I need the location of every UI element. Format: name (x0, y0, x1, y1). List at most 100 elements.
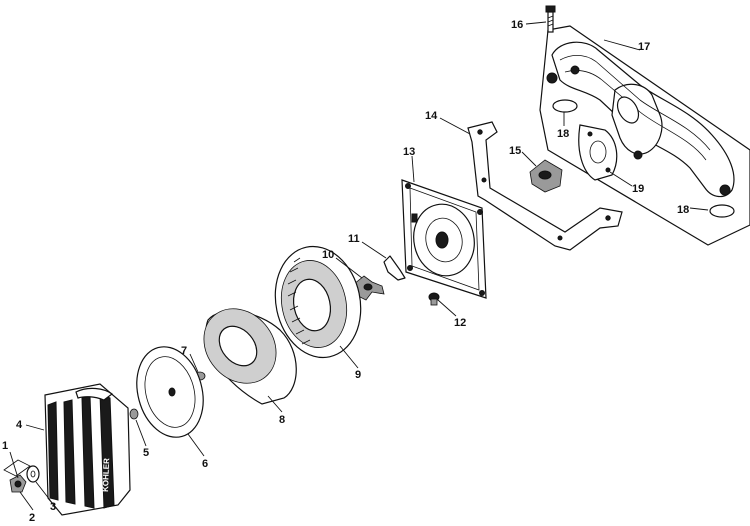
callout-2: 2 (29, 512, 35, 524)
callout-15: 15 (509, 145, 521, 157)
callout-8: 8 (279, 414, 285, 426)
part-2-knob (9, 474, 27, 493)
knob-2-center (14, 480, 22, 488)
base-plate-13-corner-hole-b (477, 209, 483, 215)
callout-13: 13 (403, 146, 415, 158)
leader-14 (439, 117, 471, 135)
bracket-14-body (467, 121, 623, 251)
filter-9-pleat-lines (287, 257, 311, 345)
part-15-adapter (529, 159, 563, 193)
base-plate-13-corner-hole-a (405, 183, 411, 189)
gasket-19-bolt-hole-a (587, 131, 593, 137)
part-9-air-filter-element (274, 245, 362, 359)
screw-12-shank (430, 298, 438, 306)
callout-12: 12 (454, 317, 466, 329)
cover-4-rib-1 (47, 401, 59, 501)
filter-9-core (292, 278, 332, 332)
part-13-base-plate (401, 179, 487, 299)
callout-7: 7 (181, 345, 187, 357)
callout-16: 16 (511, 19, 523, 31)
leader-15 (521, 151, 537, 167)
base-plate-13-corner-hole-d (479, 290, 485, 296)
leader-16 (525, 21, 547, 25)
bolt-16-head (545, 5, 556, 13)
leader-18b (689, 207, 709, 211)
bracket-14-hole-top (477, 129, 483, 135)
bracket-14-hole-end (605, 215, 611, 221)
cover-4-top-vent (75, 387, 114, 401)
leader-2 (19, 491, 34, 511)
disc-6-inner-ring (144, 356, 196, 428)
part-10-wing-nut (353, 275, 385, 301)
washer-3 (26, 465, 40, 483)
bracket-14-hole-mid (481, 177, 487, 183)
disc-6-center (168, 387, 176, 397)
part-19-gasket (578, 124, 618, 181)
manifold-bolt-boss-right (719, 184, 731, 196)
leader-1 (9, 451, 19, 479)
part-12-screw (428, 292, 440, 306)
leader-7 (189, 353, 199, 373)
part-5-nut (129, 408, 139, 420)
base-plate-13-tab (411, 213, 418, 223)
manifold-bolt-boss-2 (570, 65, 580, 75)
callout-9: 9 (355, 369, 361, 381)
manifold-runner-edge-2 (564, 70, 707, 161)
wing-nut-10-hub (363, 283, 373, 291)
leader-8 (267, 395, 283, 413)
part-4-cover: KOHLER (44, 383, 131, 516)
part-6-disc (136, 346, 204, 438)
nut-5 (129, 408, 139, 420)
part-17-manifold-assembly (539, 25, 750, 246)
manifold-bolt-boss-left (546, 72, 558, 84)
base-plate-13-hub (435, 231, 449, 249)
bracket-14-hole-low (557, 235, 563, 241)
callout-18-lower: 18 (677, 204, 689, 216)
clip-11-body (383, 255, 406, 281)
part-18-gasket-upper (552, 99, 578, 113)
gasket-19-hole (589, 140, 607, 164)
gasket-19-bolt-hole-b (605, 167, 611, 173)
bolt-16-thread-3 (547, 23, 554, 27)
base-plate-13-corner-hole-c (407, 265, 413, 271)
part-14-bracket (467, 121, 623, 251)
callout-10: 10 (322, 249, 334, 261)
precleaner-8-bore (218, 325, 258, 367)
part-16-bolt (545, 5, 556, 33)
callout-19: 19 (632, 183, 644, 195)
manifold-bolt-boss-3 (633, 150, 643, 160)
leader-lines (9, 21, 709, 511)
callout-11: 11 (348, 233, 360, 245)
leader-4 (25, 424, 45, 431)
manifold-outline-box (539, 25, 750, 246)
leader-19 (609, 171, 633, 187)
leader-6 (187, 433, 205, 457)
callout-14: 14 (425, 110, 438, 122)
manifold-runner-edge (559, 55, 711, 151)
leader-3 (35, 481, 51, 501)
callout-5: 5 (143, 447, 149, 459)
callout-4: 4 (16, 419, 23, 431)
adapter-15-bore (538, 170, 552, 180)
callout-1: 1 (2, 440, 8, 452)
callout-labels: 1 2 3 4 5 6 7 8 9 10 11 12 13 14 15 16 1… (2, 19, 689, 524)
bolt-16-thread-2 (547, 19, 554, 23)
part-11-clip (383, 255, 406, 281)
cover-4-brand: KOHLER (101, 458, 111, 492)
leader-9 (339, 345, 359, 369)
callout-17: 17 (638, 41, 650, 53)
callout-3: 3 (50, 501, 56, 513)
part-18-gasket-lower (709, 204, 735, 218)
leader-10 (335, 257, 363, 279)
callout-18-upper: 18 (557, 128, 569, 140)
cover-4-rib-2 (63, 399, 76, 505)
base-plate-13-inner (409, 187, 480, 291)
manifold-throat (616, 96, 640, 124)
leader-13 (411, 155, 415, 183)
part-3-washer (26, 465, 40, 483)
leader-17 (603, 39, 641, 51)
leader-5 (135, 419, 147, 447)
part-8-precleaner (203, 308, 297, 405)
